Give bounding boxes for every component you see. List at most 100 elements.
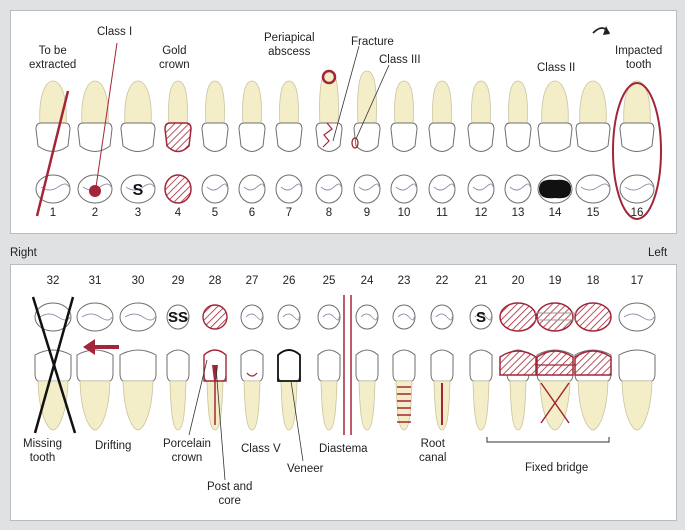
occlusal-surface — [618, 302, 656, 332]
crown-side — [35, 122, 71, 152]
root — [432, 80, 452, 127]
bridge-connector — [536, 313, 537, 317]
label-diastema: Diastema — [319, 443, 368, 455]
label-fixed-bridge: Fixed bridge — [525, 462, 589, 474]
root — [394, 80, 414, 127]
occlusal-groove — [360, 313, 378, 321]
class-i-filling — [89, 185, 101, 197]
fracture-line — [322, 122, 333, 148]
occlusal-surface — [275, 174, 303, 204]
tooth-number: 13 — [511, 207, 525, 219]
occlusal-groove — [243, 183, 265, 191]
crown-side — [120, 122, 156, 152]
occlusal-surface — [119, 302, 157, 332]
upper-tooth-3 — [120, 80, 156, 204]
occlusal-surface — [355, 304, 379, 330]
root — [577, 380, 609, 431]
occlusal-groove — [125, 183, 155, 191]
occlusal-surface — [120, 174, 156, 204]
label-class-i: Class I — [97, 26, 133, 38]
lower-tooth-30 — [119, 302, 157, 431]
tooth-number: 21 — [474, 275, 488, 287]
upper-tooth-7 — [275, 80, 303, 204]
occlusal-surface — [166, 304, 190, 330]
root — [471, 80, 491, 127]
label-class-ii: Class II — [537, 62, 576, 74]
occlusal-surface — [390, 174, 418, 204]
occlusal-groove — [472, 183, 494, 191]
post-leader — [215, 366, 226, 481]
root — [168, 80, 188, 127]
tooth-number: 31 — [88, 275, 102, 287]
impacted-arrowhead — [603, 26, 610, 35]
crown-side — [277, 349, 301, 382]
occlusal-groove — [282, 313, 300, 321]
tooth-number: 28 — [208, 275, 222, 287]
occlusal-surface — [430, 304, 454, 330]
porcelain-leader — [188, 359, 208, 436]
crown-side — [428, 122, 456, 152]
root — [541, 80, 569, 127]
occlusal-groove — [280, 183, 302, 191]
upper-tooth-9 — [353, 70, 381, 204]
abscess-circle — [321, 69, 337, 85]
occlusal-groove — [435, 313, 453, 321]
upper-arch-diagram: S — [35, 26, 662, 220]
porcelain-crown-outline — [203, 349, 227, 382]
occlusal-groove — [395, 183, 417, 191]
root — [205, 80, 225, 127]
tooth-number: 29 — [171, 275, 185, 287]
occlusal-groove — [206, 183, 228, 191]
upper-tooth-6 — [238, 80, 266, 204]
occlusal-surface — [315, 174, 343, 204]
crown-side — [469, 349, 493, 382]
lower-tooth-17 — [618, 302, 656, 431]
lower-tooth-27 — [240, 304, 264, 431]
crown-side — [355, 349, 379, 382]
upper-tooth-1 — [35, 80, 71, 204]
crown-side — [619, 122, 655, 152]
label-drifting: Drifting — [95, 440, 132, 452]
crown-side — [77, 122, 113, 152]
tooth-number: 2 — [91, 207, 99, 219]
bridge-abutment-occlusal — [574, 302, 612, 332]
crown-side — [537, 122, 573, 152]
class-v-filling — [246, 372, 258, 377]
side-label-right: Right — [10, 247, 37, 259]
tooth-number: 23 — [397, 275, 411, 287]
tooth-number: 27 — [245, 275, 259, 287]
upper-tooth-11 — [428, 80, 456, 204]
tooth-number: 5 — [211, 207, 219, 219]
root — [79, 380, 111, 431]
root — [243, 380, 261, 431]
root — [81, 80, 109, 127]
occlusal-groove — [509, 183, 531, 191]
occlusal-groove — [81, 313, 113, 321]
crown-side — [504, 122, 532, 152]
lower-tooth-22 — [430, 304, 454, 431]
side-label-left: Left — [648, 247, 668, 259]
tooth-number: 9 — [363, 207, 371, 219]
occlusal-groove — [358, 183, 380, 191]
crown-side — [390, 122, 418, 152]
label-veneer: Veneer — [287, 463, 324, 475]
lower-tooth-21 — [469, 304, 493, 431]
upper-tooth-8 — [315, 70, 343, 204]
root — [242, 80, 262, 127]
tooth-number: 24 — [360, 275, 374, 287]
root — [320, 380, 338, 431]
crown-side — [392, 349, 416, 382]
tooth-number: 12 — [474, 207, 488, 219]
upper-tooth-5 — [201, 80, 229, 204]
root — [472, 380, 490, 431]
upper-tooth-13 — [504, 80, 532, 204]
tooth-number: 16 — [630, 207, 644, 219]
upper-tooth-12 — [467, 80, 495, 204]
porcelain-occlusal — [202, 304, 228, 330]
label-class-v: Class V — [241, 443, 281, 455]
class-iii-leader — [355, 64, 390, 140]
